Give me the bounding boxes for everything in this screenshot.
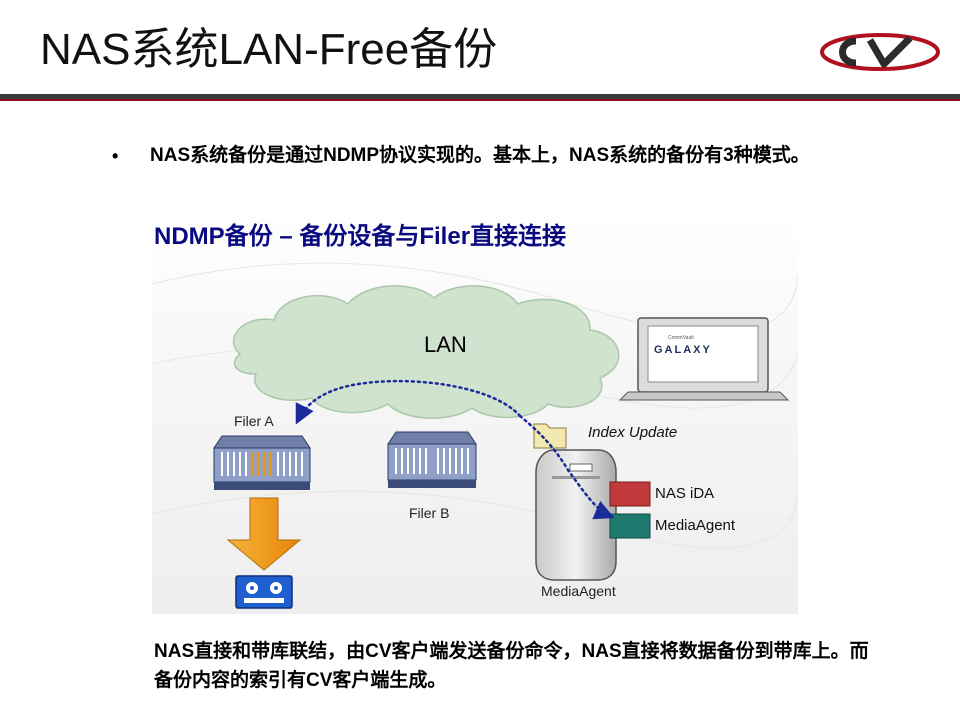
- galaxy-small-label: CommVault: [668, 335, 694, 341]
- tape-library-icon: [236, 576, 292, 608]
- media-agent-label: MediaAgent: [655, 517, 735, 534]
- bullet-icon: •: [112, 146, 118, 167]
- index-update-label: Index Update: [588, 424, 677, 441]
- nas-ida-badge: [610, 482, 650, 506]
- nas-ida-label: NAS iDA: [655, 485, 714, 502]
- media-agent-server-label: MediaAgent: [541, 583, 616, 599]
- lan-label: LAN: [424, 332, 467, 358]
- footer-text: NAS直接和带库联结，由CV客户端发送备份命令，NAS直接将数据备份到带库上。而…: [154, 637, 874, 695]
- filer-b-server-icon: [388, 432, 476, 488]
- galaxy-logo-label: GALAXY: [654, 344, 712, 356]
- bullet-text: NAS系统备份是通过NDMP协议实现的。基本上，NAS系统的备份有3种模式。: [150, 142, 870, 170]
- filer-a-label: Filer A: [234, 413, 274, 429]
- title-divider-accent: [0, 99, 960, 101]
- slide-title: NAS系统LAN-Free备份: [40, 22, 497, 78]
- media-agent-badge: [610, 514, 650, 538]
- filer-b-label: Filer B: [409, 505, 449, 521]
- ndmp-diagram: NDMP备份 – 备份设备与Filer直接连接 LAN CommVault GA…: [152, 214, 798, 614]
- figure-title: NDMP备份 – 备份设备与Filer直接连接: [154, 216, 566, 251]
- media-agent-server-icon: [536, 450, 616, 580]
- filer-a-server-icon: [214, 436, 310, 490]
- monitor-icon: [620, 318, 788, 400]
- cv-logo-icon: [818, 30, 942, 74]
